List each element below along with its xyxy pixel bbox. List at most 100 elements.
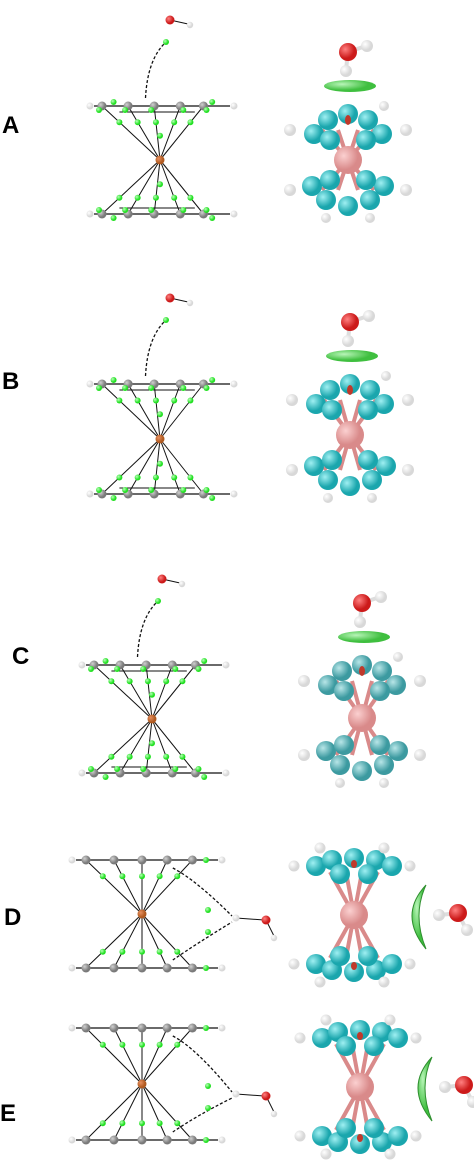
bond-critical-point [203,207,210,213]
hydrogen-atom [218,856,226,864]
hydrogen-atom [86,380,94,388]
fe-c-bond-path [159,159,204,215]
fe-c-bond-path [153,105,161,161]
nci-isosurface-a [284,40,412,223]
bond-critical-point [126,753,133,760]
bond-critical-point [180,107,187,113]
bond-critical-point [96,487,102,493]
carbon-atom [316,190,336,210]
bond-critical-point [119,1041,126,1048]
hydrogen-atom [439,1081,451,1093]
bond-critical-point [149,740,155,747]
carbon-atom [330,755,350,775]
oxygen-atom [353,594,371,612]
fe-c-bond-path [93,664,153,720]
bond-paths [94,297,230,495]
bond-critical-point [96,107,102,113]
hydrogen-atom [68,1136,76,1144]
carbon-atom [358,864,378,884]
carbon-atom [388,741,408,761]
carbon-atom [344,962,364,982]
hydrogen-atom [379,101,389,111]
bond-critical-point [163,678,170,685]
hydrogen-atom [232,914,240,922]
bond-critical-point [187,194,194,201]
hydrogen-atom [342,335,354,347]
hydrogen-bond-path [144,41,167,99]
bond-critical-point [122,107,129,113]
hydrogen-bond-path [144,319,167,377]
hydrogen-atom [78,661,86,669]
carbon-atom [306,856,326,876]
bond-critical-point [195,766,202,772]
carbon-atom [109,963,119,973]
hydrogen-atom [400,184,412,196]
ring-critical-isosurface [347,385,353,395]
fe-c-bond-path [85,1027,143,1085]
qtaim-molecular-graph-a [86,15,238,221]
carbon-atom [81,1135,91,1145]
carbon-atom [320,170,340,190]
bond-critical-point [122,207,129,213]
carbon-atom [109,1135,119,1145]
hydrogen-atom [410,1130,422,1142]
bond-critical-point [108,753,115,760]
hydrogen-atom [186,299,194,307]
bond-critical-point [171,474,178,481]
bond-critical-point [209,215,216,221]
atoms [68,855,278,973]
fe-c-bond-path [113,1027,143,1085]
hydrogen-atom [378,842,390,854]
bond-critical-point [122,487,129,493]
bond-critical-point [172,666,179,672]
ring-critical-isosurface [351,860,357,868]
bond-critical-point [110,377,117,383]
carbon-atom [330,946,350,966]
oxygen-atom [339,43,357,61]
hydrogen-atom [402,394,414,406]
bond-critical-point [140,666,147,672]
bond-critical-point [157,132,163,139]
carbon-atom [306,394,326,414]
carbon-atom [356,130,376,150]
carbon-atom [318,675,338,695]
fe-c-bond-path [127,438,161,495]
iron-atom [155,155,165,165]
carbon-atom [162,855,172,865]
hydrogen-atom [381,371,391,381]
carbon-atom [109,855,119,865]
bond-critical-point [139,1120,145,1127]
bond-critical-point [203,385,210,391]
fe-c-bond-path [127,383,161,440]
oxygen-atom [165,293,175,303]
bond-critical-point [144,678,151,685]
carbon-atom [374,394,394,414]
carbon-atom [162,1023,172,1033]
carbon-atom [358,400,378,420]
o-h-bond [235,1093,265,1097]
iron-atom [155,434,165,444]
nci-isosurface-sheet [324,80,376,92]
bond-critical-point [140,766,147,772]
fe-c-bond-path [153,383,161,440]
hydrogen-atom [78,769,86,777]
carbon-atom [322,450,342,470]
bond-critical-point [110,215,117,221]
bond-critical-point [157,460,163,467]
hydrogen-atom [340,65,352,77]
atoms [78,574,230,780]
bond-critical-point [157,411,163,418]
hydrogen-atom [379,778,389,788]
carbon-atom [352,655,372,675]
bond-critical-point [152,194,159,201]
carbon-atom [81,855,91,865]
carbon-atom [318,110,338,130]
bond-critical-point [122,385,129,391]
atoms [86,293,238,501]
carbon-atom [374,176,394,196]
bond-critical-point [119,948,126,955]
carbon-atom [352,761,372,781]
bond-critical-point [180,385,187,391]
carbon-atom [316,741,336,761]
bond-critical-point [119,873,126,880]
